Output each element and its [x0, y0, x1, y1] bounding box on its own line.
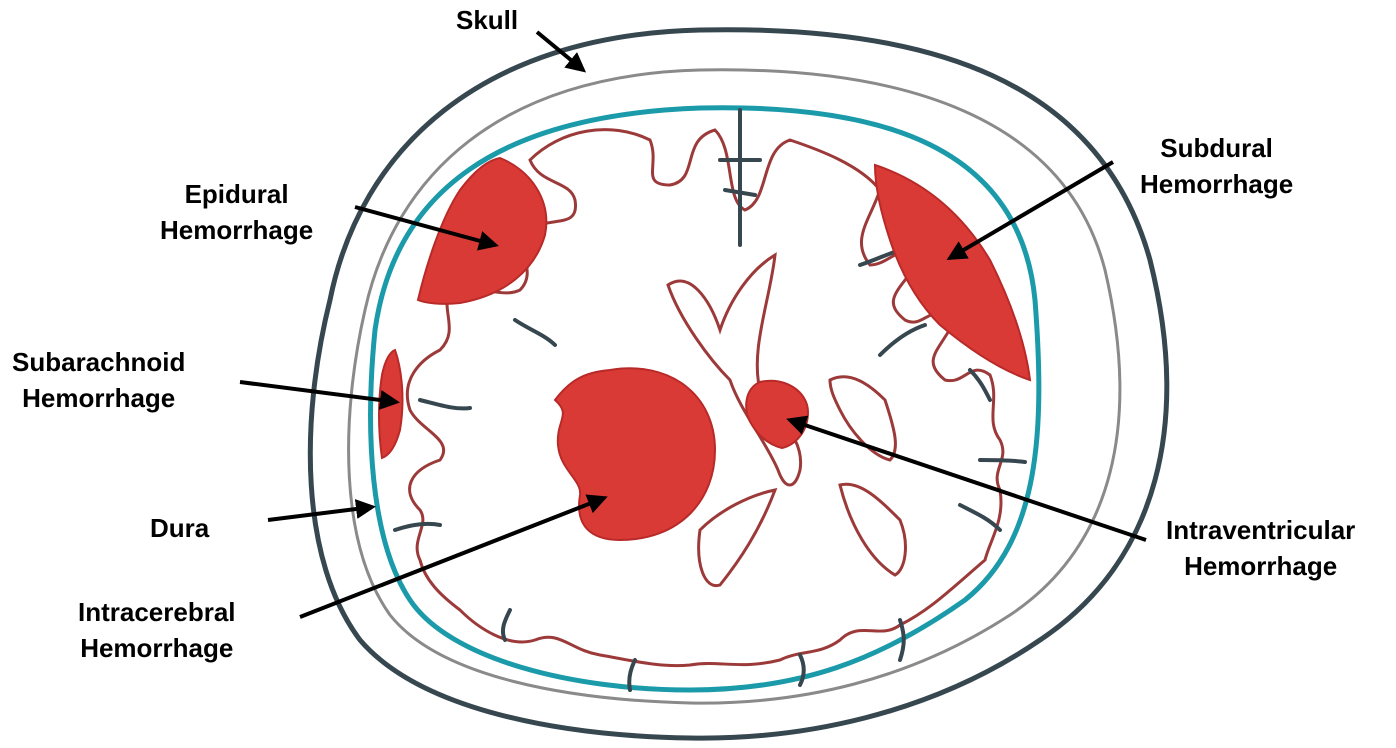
- subarachnoid-hemorrhage: [379, 350, 402, 458]
- skull-label: Skull: [456, 2, 518, 38]
- intraventricular-label: Intraventricular Hemorrhage: [1166, 512, 1355, 584]
- intraventricular-arrow: [790, 420, 1146, 540]
- subarachnoid-label: Subarachnoid Hemorrhage: [12, 344, 185, 416]
- subdural-hemorrhage: [875, 165, 1030, 380]
- epidural-label: Epidural Hemorrhage: [160, 176, 313, 248]
- intracerebral-arrow: [300, 498, 604, 617]
- intraventricular-hemorrhage: [746, 381, 808, 448]
- dura-label: Dura: [150, 510, 209, 546]
- dura-arrow: [268, 507, 372, 520]
- subdural-label: Subdural Hemorrhage: [1140, 130, 1293, 202]
- skull-arrow: [537, 32, 583, 70]
- intracerebral-label: Intracerebral Hemorrhage: [78, 594, 236, 666]
- intracerebral-hemorrhage: [555, 368, 715, 540]
